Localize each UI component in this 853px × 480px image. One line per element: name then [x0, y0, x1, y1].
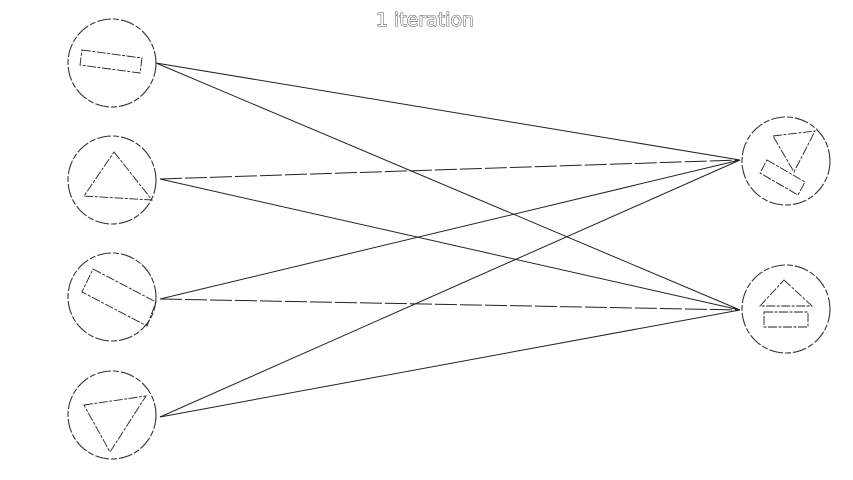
node-circle — [67, 135, 157, 225]
rectangle-glyph — [81, 268, 157, 327]
rectangle-glyph — [79, 49, 143, 74]
edge-l2-r1 — [159, 159, 741, 180]
edge-l1-r1 — [155, 62, 741, 161]
triangle-glyph — [758, 279, 814, 307]
edge-l4-r1 — [159, 159, 741, 418]
left-node-1 — [67, 18, 157, 108]
diagram-title: 1 iteration — [376, 9, 474, 31]
rectangle-glyph — [759, 159, 806, 196]
node-circle — [67, 18, 157, 108]
triangle-glyph — [83, 395, 147, 453]
node-circle — [67, 252, 157, 342]
node-circle — [741, 264, 831, 354]
edge-l1-r2 — [155, 62, 741, 311]
triangle-glyph — [83, 151, 153, 201]
edge-l3-r1 — [159, 159, 741, 300]
node-circle — [67, 370, 157, 460]
left-node-3 — [67, 252, 157, 342]
rectangle-glyph — [763, 311, 809, 328]
edge-l3-r2 — [159, 298, 741, 311]
left-node-4 — [67, 370, 157, 460]
right-node-1 — [741, 116, 831, 206]
triangle-glyph — [772, 130, 816, 173]
node-circle — [741, 116, 831, 206]
edge-l2-r2 — [159, 178, 741, 311]
edge-l4-r2 — [159, 309, 741, 418]
left-node-2 — [67, 135, 157, 225]
right-node-2 — [741, 264, 831, 354]
edges-layer — [155, 62, 741, 418]
